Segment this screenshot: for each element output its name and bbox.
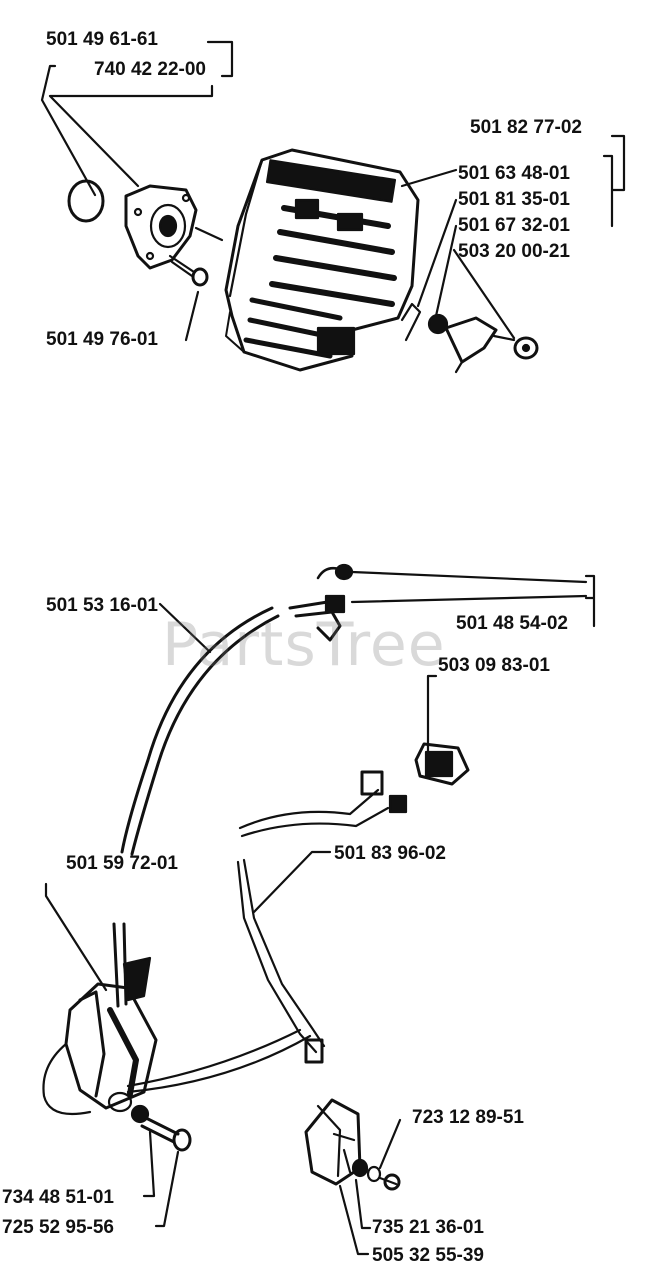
part-number-735-21-36-01: 735 21 36-01 [372,1217,484,1238]
leader-501-63-48 [400,168,458,188]
wire-harness-part [126,770,408,1094]
part-number-501-63-48-01: 501 63 48-01 [458,163,570,184]
leader-bolt [142,1130,156,1198]
part-number-501-82-77-02: 501 82 77-02 [470,117,582,138]
partstree-watermark: PartsTree [162,610,446,680]
leader-735-21 [354,1178,372,1230]
part-number-501-59-72-01: 501 59 72-01 [66,853,178,874]
part-number-501-83-96-02: 501 83 96-02 [334,843,446,864]
part-number-501-67-32-01: 501 67 32-01 [458,215,570,236]
part-number-503-20-00-21: 503 20 00-21 [458,241,570,262]
part-number-723-12-89-51: 723 12 89-51 [412,1107,524,1128]
leader-503-20-00 [452,248,516,340]
switch-part [414,742,470,786]
screw-part-top [168,254,209,287]
leader-501-81-35 [416,198,458,308]
clip-part [400,302,422,342]
leader-505-32 [338,1184,370,1256]
part-number-501-53-16-01: 501 53 16-01 [46,595,158,616]
part-number-725-52-95-56: 725 52 95-56 [2,1217,114,1238]
part-number-503-09-83-01: 503 09 83-01 [438,655,550,676]
part-number-734-48-51-01: 734 48 51-01 [2,1187,114,1208]
bolt-part [130,1104,192,1152]
part-number-501-49-61-61: 501 49 61-61 [46,29,158,50]
ignition-module-part [42,922,158,1116]
leader-switch [426,674,438,762]
throttle-cable-part [288,563,588,642]
leader-screw-top [184,290,200,342]
part-number-501-81-35-01: 501 81 35-01 [458,189,570,210]
leader-723-12 [378,1118,402,1170]
nut-part [427,313,449,335]
leader-cover [48,84,214,188]
part-number-501-49-76-01: 501 49 76-01 [46,329,158,350]
leader-501-67-32 [434,224,458,318]
leader-washer [154,1150,180,1228]
cylinder-part [224,148,420,372]
part-number-740-42-22-00: 740 42 22-00 [94,59,206,80]
capacitor-part [304,1098,401,1191]
bracket-top-left [206,40,234,78]
bracket-cable [584,574,596,628]
flange-cover-part [124,184,224,270]
spark-plug-part [444,316,539,374]
leader-fuel-hose [158,602,212,654]
leader-ignition [44,882,108,992]
part-number-501-48-54-02: 501 48 54-02 [456,613,568,634]
fuel-hose-part [120,606,280,856]
part-number-505-32-55-39: 505 32 55-39 [372,1245,484,1266]
leader-o-ring [40,64,97,197]
o-ring-part [67,179,105,223]
bracket-right [602,134,626,228]
leader-harness [252,850,332,914]
